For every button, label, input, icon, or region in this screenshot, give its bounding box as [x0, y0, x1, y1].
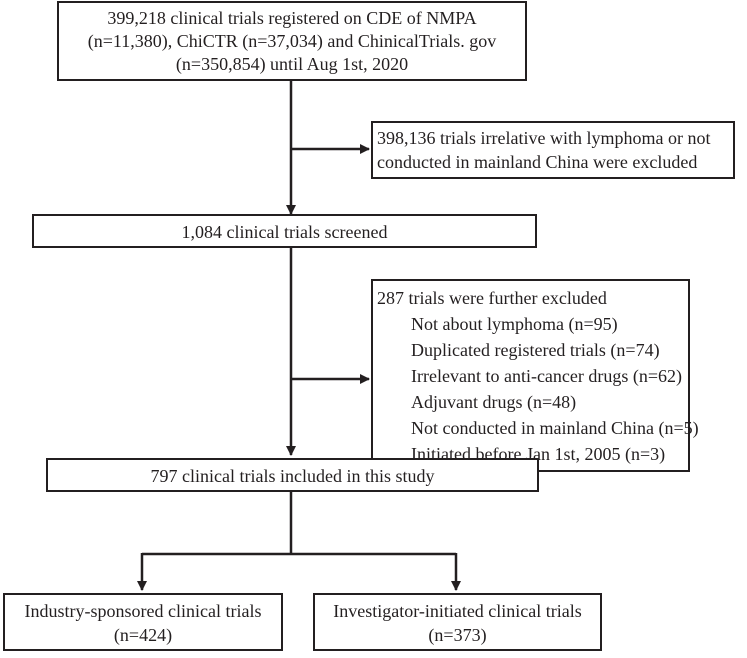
- registered-line-2: (n=11,380), ChiCTR (n=37,034) and Chinic…: [87, 31, 497, 51]
- investigator-line-1: Investigator-initiated clinical trials: [333, 601, 582, 621]
- exclusion-reason: Duplicated registered trials (n=74): [411, 340, 660, 360]
- investigator-line-2: (n=373): [428, 625, 487, 645]
- exclusion-reason: Adjuvant drugs (n=48): [411, 392, 577, 412]
- registered-line-1: 399,218 clinical trials registered on CD…: [107, 8, 477, 28]
- screened-label: 1,084 clinical trials screened: [181, 222, 388, 242]
- registered-line-3: (n=350,854) until Aug 1st, 2020: [175, 54, 409, 74]
- industry-line-2: (n=424): [113, 625, 173, 645]
- first-exclusion-box: 398,136 trials irrelative with lymphoma …: [371, 121, 735, 179]
- first-exclusion-line-1: 398,136 trials irrelative with lymphoma …: [377, 128, 711, 148]
- first-exclusion-line-2: conducted in mainland China were exclude…: [377, 152, 698, 172]
- included-box: 797 clinical trials included in this stu…: [46, 458, 539, 492]
- exclusion-reason: Irrelevant to anti-cancer drugs (n=62): [411, 366, 683, 386]
- screened-box: 1,084 clinical trials screened: [32, 214, 537, 248]
- industry-sponsored-box: Industry-sponsored clinical trials (n=42…: [3, 593, 283, 651]
- investigator-initiated-box: Investigator-initiated clinical trials (…: [313, 593, 602, 651]
- further-exclusion-title: 287 trials were further excluded: [377, 288, 607, 308]
- included-label: 797 clinical trials included in this stu…: [150, 466, 435, 486]
- industry-line-1: Industry-sponsored clinical trials: [24, 601, 262, 621]
- exclusion-reason: Not about lymphoma (n=95): [411, 314, 618, 334]
- exclusion-reason: Not conducted in mainland China (n=5): [411, 418, 699, 438]
- further-exclusion-box: 287 trials were further excluded Not abo…: [371, 279, 699, 472]
- registered-trials-box: 399,218 clinical trials registered on CD…: [57, 1, 527, 81]
